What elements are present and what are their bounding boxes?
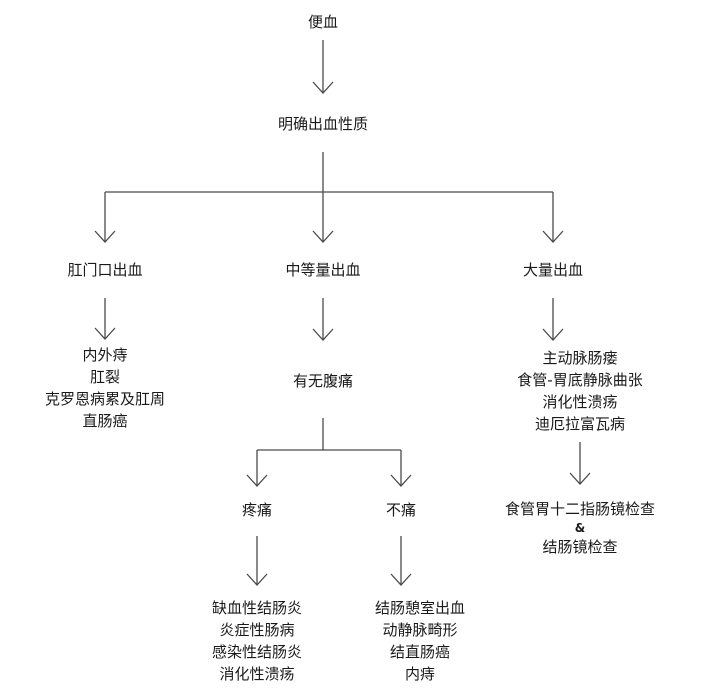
- nopain-cause: 结肠憩室出血: [374, 599, 466, 617]
- exam-line: 结肠镜检查: [542, 538, 618, 556]
- nopain-causes: 结肠憩室出血 动静脉畸形 结直肠癌 内痔: [375, 597, 465, 685]
- arrowhead-pain-causes: [246, 573, 268, 586]
- exam-ampersand: &: [574, 521, 586, 535]
- branch-medium: 中等量出血: [285, 261, 361, 279]
- exam-line: 食管胃十二指肠镜检查: [504, 500, 656, 518]
- pain-cause: 炎症性肠病: [219, 621, 295, 639]
- root-node: 便血: [307, 13, 339, 31]
- massive-cause: 食管-胃底静脉曲张: [517, 371, 643, 389]
- massive-causes: 主动脉肠瘘 食管-胃底静脉曲张 消化性溃疡 迪厄拉富瓦病: [517, 347, 642, 435]
- exam-recommendation: 食管胃十二指肠镜检查 & 结肠镜检查: [505, 498, 655, 558]
- massive-cause: 消化性溃疡: [542, 393, 618, 411]
- anal-cause: 肛裂: [89, 368, 121, 386]
- pain-node: 疼痛: [241, 501, 273, 519]
- arrowhead-massive: [542, 230, 564, 243]
- arrowhead-nopain-causes: [390, 573, 412, 586]
- nopain-cause: 结直肠癌: [389, 643, 451, 661]
- arrowhead-nopain: [390, 474, 412, 487]
- arrowhead-question: [312, 328, 334, 341]
- arrowhead-root: [312, 81, 334, 94]
- arrowhead-exam: [569, 472, 591, 485]
- massive-cause: 迪厄拉富瓦病: [534, 415, 626, 433]
- arrowhead-medium: [312, 230, 334, 243]
- pain-cause: 缺血性结肠炎: [211, 599, 303, 617]
- pain-question: 有无腹痛: [292, 372, 354, 390]
- step-node: 明确出血性质: [277, 115, 369, 133]
- anal-cause: 内外痔: [82, 346, 128, 364]
- nopain-cause: 动静脉畸形: [382, 621, 458, 639]
- anal-causes: 内外痔 肛裂 克罗恩病累及肛周 直肠癌: [45, 344, 165, 432]
- pain-cause: 消化性溃疡: [219, 665, 295, 683]
- massive-cause: 主动脉肠瘘: [542, 349, 618, 367]
- arrowhead-anal-causes: [94, 327, 116, 340]
- arrowhead-pain: [246, 474, 268, 487]
- branch-anal: 肛门口出血: [67, 261, 143, 279]
- branch-massive: 大量出血: [522, 261, 584, 279]
- anal-cause: 克罗恩病累及肛周: [44, 390, 166, 408]
- arrowhead-anal: [94, 230, 116, 243]
- nopain-node: 不痛: [385, 501, 417, 519]
- pain-causes: 缺血性结肠炎 炎症性肠病 感染性结肠炎 消化性溃疡: [212, 597, 302, 685]
- nopain-cause: 内痔: [404, 665, 436, 683]
- arrowhead-massive-causes: [542, 328, 564, 341]
- pain-cause: 感染性结肠炎: [211, 643, 303, 661]
- anal-cause: 直肠癌: [82, 412, 128, 430]
